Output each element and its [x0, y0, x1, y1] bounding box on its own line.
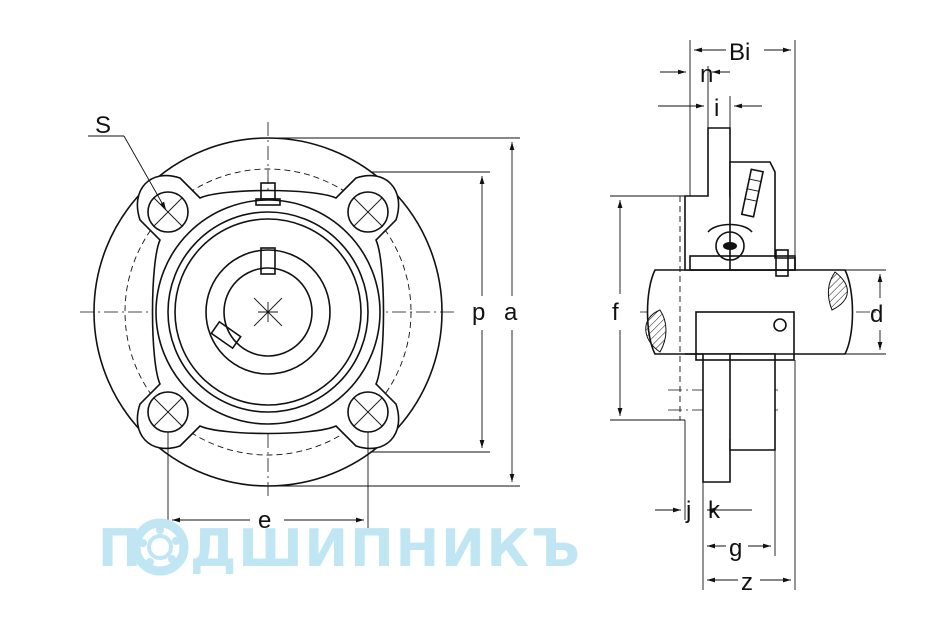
ball-core [723, 242, 737, 250]
bearing-lower-ring [695, 311, 795, 361]
bolt-hole-top-left [147, 191, 189, 233]
label-f: f [612, 299, 619, 326]
watermark-logo: П ДШИПНИКЪ [98, 518, 582, 579]
grease-nipple-side [740, 168, 765, 218]
label-z: z [741, 569, 753, 596]
label-e: e [258, 507, 271, 534]
label-j: j [685, 497, 691, 524]
bore-center-mark [253, 297, 283, 327]
bolt-hole-top-right [347, 191, 389, 233]
label-a: a [504, 299, 518, 326]
front-view [80, 122, 455, 500]
label-n: n [700, 61, 713, 88]
bearing-outer-ring [167, 211, 369, 413]
bore-circle [223, 267, 313, 357]
screw-hole-lower [773, 318, 787, 332]
housing-right-lower [729, 353, 776, 451]
label-k: k [708, 497, 721, 524]
set-screw-angled [210, 320, 242, 350]
label-d: d [870, 301, 883, 328]
bolt-hole-crosses [153, 197, 383, 427]
seal-top [707, 223, 753, 233]
set-screw-side [775, 249, 789, 277]
grease-nipple-base [255, 198, 281, 206]
housing-spigot-ring [155, 199, 381, 425]
label-p: p [472, 299, 485, 326]
label-bi: Bi [729, 39, 750, 66]
watermark-text: ДШИПНИКЪ [190, 519, 582, 579]
set-screw-top [260, 247, 276, 275]
inner-ring [205, 249, 331, 375]
shaft-break-right [827, 271, 848, 311]
side-view [640, 127, 880, 483]
label-s: S [95, 112, 111, 139]
label-g: g [729, 535, 742, 562]
side-dimensions: Bi n i f d j k g [610, 39, 886, 596]
watermark-bearing-icon [131, 518, 189, 576]
label-i: i [714, 95, 719, 122]
ball [715, 231, 745, 261]
bolt-pitch-circle [124, 168, 412, 456]
front-dimensions: S p a e [88, 112, 520, 534]
shaft-break-left [645, 309, 667, 353]
bearing-seal-ring [174, 218, 362, 406]
bearing-inner-ring [689, 255, 796, 271]
